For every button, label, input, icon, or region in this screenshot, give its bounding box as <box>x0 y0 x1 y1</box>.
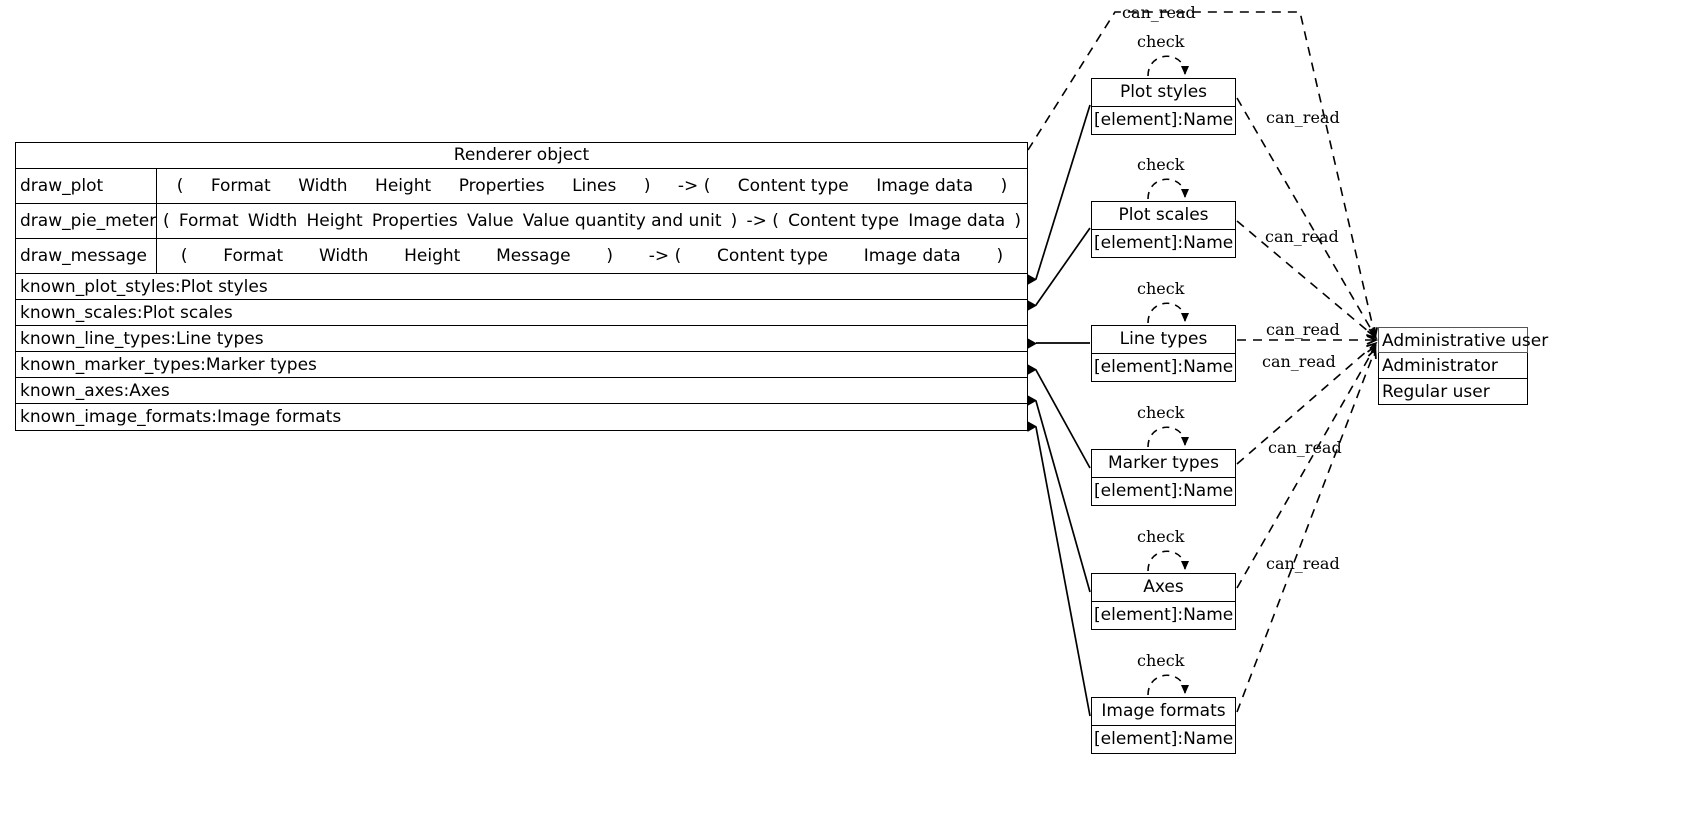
element-title: Plot styles <box>1092 79 1235 107</box>
sig-token: Height <box>404 246 461 266</box>
attribute-row: known_plot_styles:Plot styles <box>16 274 1027 300</box>
edge-label-check: check <box>1137 651 1185 670</box>
method-row-draw-plot: draw_plot ( Format Width Height Properti… <box>16 169 1027 204</box>
method-signature: ( Format Width Height Properties Lines )… <box>157 169 1027 203</box>
method-row-draw-pie-meter: draw_pie_meter ( Format Width Height Pro… <box>16 204 1027 239</box>
element-attribute: [element]:Name <box>1094 605 1234 625</box>
edge-label-check: check <box>1137 155 1185 174</box>
administrative-user-box: Administrative user Administrator Regula… <box>1378 327 1548 405</box>
sig-token: Image data <box>863 246 961 266</box>
sig-token: Format <box>210 176 271 196</box>
sig-token: Width <box>318 246 369 266</box>
element-node-axes: Axes [element]:Name <box>1091 573 1236 630</box>
element-title: Marker types <box>1092 450 1235 478</box>
element-attribute: [element]:Name <box>1094 233 1234 253</box>
edge-label-can-read: can_read <box>1268 438 1342 457</box>
sig-token: Height <box>375 176 432 196</box>
element-title: Image formats <box>1092 698 1235 726</box>
sig-token: Content type <box>737 176 849 196</box>
sig-token: -> ( <box>746 211 779 231</box>
element-node-line-types: Line types [element]:Name <box>1091 325 1236 382</box>
edge-label-can-read: can_read <box>1266 554 1340 573</box>
sig-token: ) <box>730 211 738 231</box>
element-attribute: [element]:Name <box>1094 357 1234 377</box>
actor-role: Administrator <box>1378 353 1528 379</box>
edge-label-check: check <box>1137 403 1185 422</box>
sig-token: Properties <box>371 211 458 231</box>
attribute-row: known_scales:Plot scales <box>16 300 1027 326</box>
sig-token: ( <box>163 211 170 231</box>
sig-token: Image data <box>908 211 1006 231</box>
sig-token: ) <box>996 246 1004 266</box>
element-title: Axes <box>1092 574 1235 602</box>
element-attribute: [element]:Name <box>1094 110 1234 130</box>
sig-token: Value <box>466 211 514 231</box>
attribute-row: known_line_types:Line types <box>16 326 1027 352</box>
actor-role: Regular user <box>1378 379 1528 405</box>
method-signature: ( Format Width Height Properties Value V… <box>157 204 1027 238</box>
sig-token: -> ( <box>648 246 682 266</box>
element-node-plot-scales: Plot scales [element]:Name <box>1091 201 1236 258</box>
sig-token: Width <box>298 176 348 196</box>
sig-token: -> ( <box>677 176 711 196</box>
edge-label-can-read: can_read <box>1122 3 1196 22</box>
sig-token: Height <box>306 211 363 231</box>
sig-token: ) <box>606 246 614 266</box>
element-title: Plot scales <box>1092 202 1235 230</box>
sig-token: Message <box>496 246 571 266</box>
sig-token: ) <box>643 176 651 196</box>
sig-token: Lines <box>572 176 617 196</box>
edge-label-check: check <box>1137 527 1185 546</box>
edge-label-can-read: can_read <box>1266 108 1340 127</box>
renderer-class-box: Renderer object draw_plot ( Format Width… <box>15 142 1028 431</box>
actor-header: Administrative user <box>1378 327 1548 353</box>
edge-label-check: check <box>1137 32 1185 51</box>
edge-label-can-read: can_read <box>1266 320 1340 339</box>
element-node-image-formats: Image formats [element]:Name <box>1091 697 1236 754</box>
edge-label-check: check <box>1137 279 1185 298</box>
element-node-marker-types: Marker types [element]:Name <box>1091 449 1236 506</box>
sig-token: ( <box>180 246 188 266</box>
sig-token: ) <box>1000 176 1008 196</box>
sig-token: Format <box>223 246 284 266</box>
sig-token: ( <box>176 176 184 196</box>
sig-token: Content type <box>716 246 828 266</box>
method-name: draw_pie_meter <box>16 204 157 238</box>
edge-label-can-read: can_read <box>1262 352 1336 371</box>
element-attribute: [element]:Name <box>1094 481 1234 501</box>
attribute-row: known_image_formats:Image formats <box>20 407 342 427</box>
method-signature: ( Format Width Height Message ) -> ( Con… <box>157 239 1027 273</box>
element-title: Line types <box>1092 326 1235 354</box>
sig-token: Width <box>247 211 298 231</box>
element-node-plot-styles: Plot styles [element]:Name <box>1091 78 1236 135</box>
attribute-row: known_marker_types:Marker types <box>16 352 1027 378</box>
sig-token: ) <box>1014 211 1021 231</box>
attribute-row: known_axes:Axes <box>16 378 1027 404</box>
element-attribute: [element]:Name <box>1094 729 1234 749</box>
edge-label-can-read: can_read <box>1265 227 1339 246</box>
sig-token: Image data <box>876 176 974 196</box>
method-name: draw_message <box>16 239 157 273</box>
method-name: draw_plot <box>16 169 157 203</box>
sig-token: Properties <box>458 176 545 196</box>
composition-edges <box>1035 104 1091 717</box>
renderer-title: Renderer object <box>16 143 1027 169</box>
sig-token: Format <box>178 211 239 231</box>
method-row-draw-message: draw_message ( Format Width Height Messa… <box>16 239 1027 274</box>
sig-token: Value quantity and unit <box>522 211 722 231</box>
sig-token: Content type <box>788 211 900 231</box>
